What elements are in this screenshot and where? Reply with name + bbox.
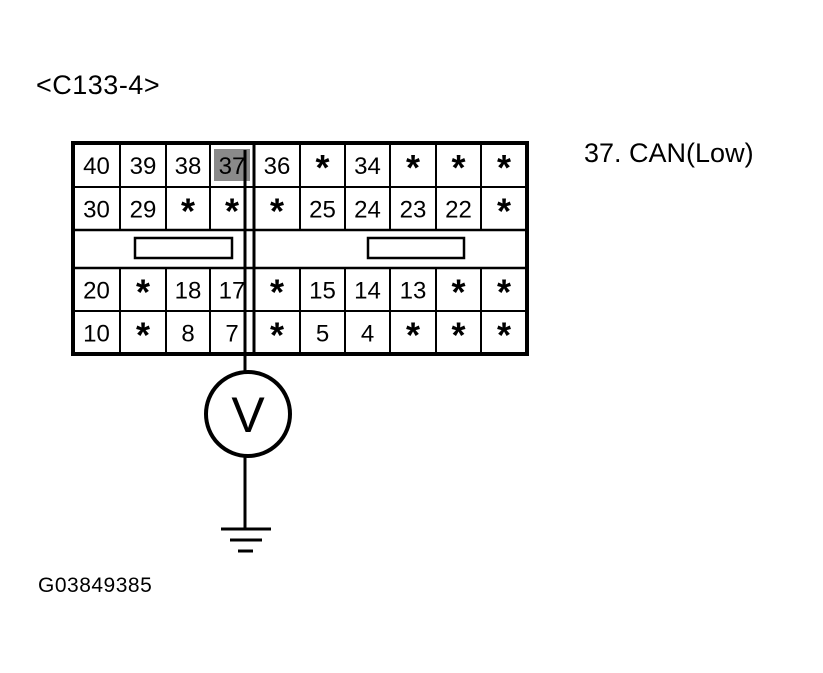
pin-label: 29 <box>130 197 157 224</box>
unused-pin-mark: * <box>136 315 150 356</box>
pin-label: 39 <box>130 153 157 180</box>
pin-label: 20 <box>83 278 110 305</box>
unused-pin-mark: * <box>497 272 511 313</box>
unused-pin-mark: * <box>497 147 511 188</box>
pin-label: 18 <box>175 278 202 305</box>
unused-pin-mark: * <box>406 147 420 188</box>
pin-cell <box>480 310 528 355</box>
pin-label: 23 <box>400 197 427 224</box>
unused-pin-mark: * <box>270 191 284 232</box>
unused-pin-mark: * <box>451 315 465 356</box>
unused-pin-mark: * <box>497 191 511 232</box>
unused-pin-mark: * <box>225 191 239 232</box>
pin-label: 34 <box>354 153 381 180</box>
pin-description: 37. CAN(Low) <box>584 138 754 168</box>
unused-pin-mark: * <box>451 272 465 313</box>
pin-label: 7 <box>225 321 238 348</box>
voltmeter-symbol: V <box>231 387 265 443</box>
voltmeter-icon <box>204 370 292 458</box>
voltmeter-probe-circuit: V <box>204 150 292 553</box>
pin-label: 38 <box>175 153 202 180</box>
left-latch-slot <box>133 236 234 260</box>
pin-label: 14 <box>354 278 381 305</box>
unused-pin-mark: * <box>315 147 329 188</box>
pin-label: 22 <box>445 197 472 224</box>
unused-pin-mark: * <box>270 272 284 313</box>
figure-code: G03849385 <box>38 574 153 597</box>
unused-pin-mark: * <box>270 315 284 356</box>
unused-pin-mark: * <box>406 315 420 356</box>
right-latch-slot <box>366 236 466 260</box>
pin-label: 15 <box>309 278 336 305</box>
pin-label: 40 <box>83 153 110 180</box>
pin-label: 5 <box>316 321 329 348</box>
pin-label: 36 <box>264 153 291 180</box>
unused-pin-mark: * <box>181 191 195 232</box>
pin-label: 13 <box>400 278 427 305</box>
pin-label: 30 <box>83 197 110 224</box>
pin-label: 17 <box>219 278 246 305</box>
connector-title: <C133-4> <box>36 70 161 100</box>
pin-label: 25 <box>309 197 336 224</box>
pin-label: 24 <box>354 197 381 224</box>
unused-pin-mark: * <box>136 272 150 313</box>
pin-label: 4 <box>361 321 374 348</box>
pin-label: 8 <box>181 321 194 348</box>
unused-pin-mark: * <box>497 315 511 356</box>
highlighted-pin-label: 37 <box>219 153 246 180</box>
pin-label: 10 <box>83 321 110 348</box>
unused-pin-mark: * <box>451 147 465 188</box>
